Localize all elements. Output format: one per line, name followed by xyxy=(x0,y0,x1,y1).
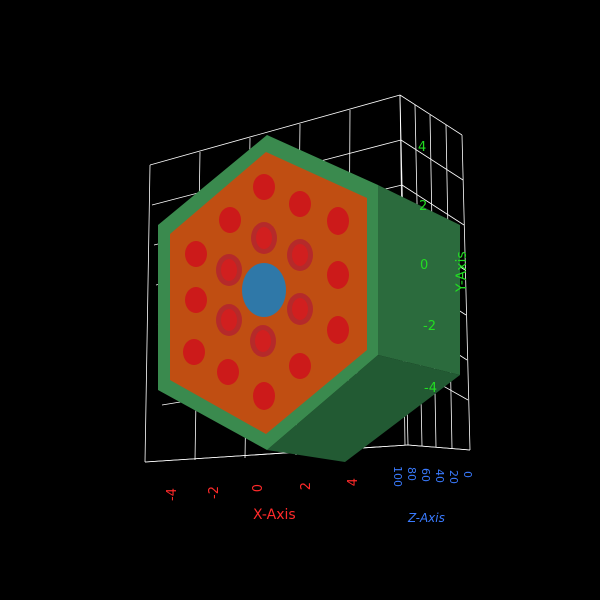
y-tick-label: 4 xyxy=(418,140,426,155)
x-tick-label: -4 xyxy=(165,488,180,501)
y-axis-title: Y-Axis xyxy=(454,251,470,293)
cladding-side-face xyxy=(378,185,460,375)
fuel-pin xyxy=(183,339,205,365)
inner-fuel-pins xyxy=(216,222,313,357)
x-tick-label: 4 xyxy=(346,478,361,486)
y-axis-ticks: 4 2 0 -2 -4 xyxy=(418,140,437,396)
z-axis-title: Z-Axis xyxy=(407,511,445,525)
z-tick-label: 20 xyxy=(447,470,460,484)
center-channel xyxy=(242,263,286,317)
x-tick-label: 2 xyxy=(299,482,314,490)
fuel-pin xyxy=(185,287,207,313)
fuel-pin xyxy=(289,353,311,379)
inner-fuel-pin xyxy=(287,293,313,325)
fuel-pin xyxy=(253,382,275,410)
z-tick-label: 60 xyxy=(419,468,432,482)
inner-fuel-pin xyxy=(250,325,276,357)
z-tick-label: 0 xyxy=(461,471,474,478)
fuel-pin xyxy=(327,207,349,235)
fuel-pin xyxy=(289,191,311,217)
z-tick-label: 40 xyxy=(433,469,446,483)
fuel-pin xyxy=(219,207,241,233)
inner-fuel-pin xyxy=(216,304,242,336)
inner-fuel-pin xyxy=(216,254,242,286)
cladding-bottom-face xyxy=(267,355,460,462)
inner-fuel-pin xyxy=(287,239,313,271)
x-tick-label: -2 xyxy=(207,486,222,499)
x-tick-label: 0 xyxy=(251,484,266,492)
y-tick-label: 0 xyxy=(420,258,428,273)
fuel-pin xyxy=(327,261,349,289)
y-tick-label: -2 xyxy=(423,319,436,334)
fuel-pin xyxy=(217,359,239,385)
outer-fuel-pins xyxy=(183,174,349,410)
z-axis-ticks: 100 80 60 40 20 0 xyxy=(391,466,474,487)
fuel-pin xyxy=(185,241,207,267)
z-tick-label: 80 xyxy=(405,467,418,481)
z-tick-label: 100 xyxy=(391,466,404,487)
hex-assembly xyxy=(158,135,460,462)
inner-fuel-pin xyxy=(251,222,277,254)
x-axis-ticks: -4 -2 0 2 4 xyxy=(165,478,361,501)
y-tick-label: 2 xyxy=(419,199,427,214)
fuel-pin xyxy=(327,316,349,344)
fuel-pin xyxy=(253,174,275,200)
x-axis-title: X-Axis xyxy=(253,507,296,523)
y-tick-label: -4 xyxy=(424,381,437,396)
